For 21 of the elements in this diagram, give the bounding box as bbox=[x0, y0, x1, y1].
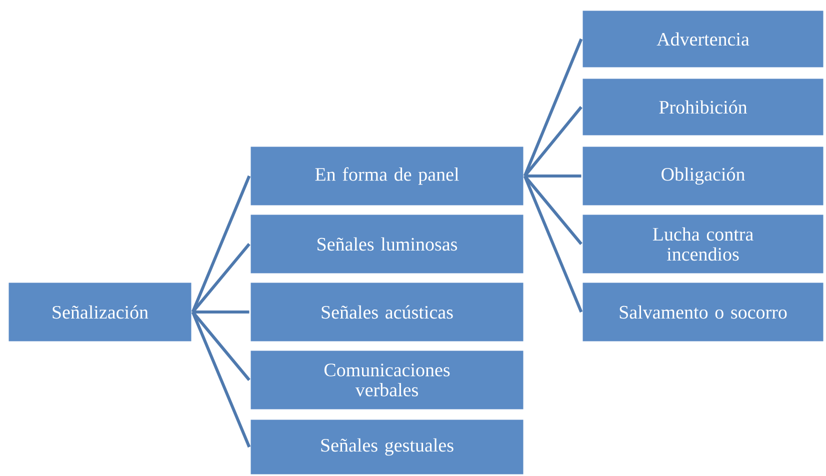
category-box: Salvamento o socorro bbox=[581, 281, 825, 343]
category-box: Señalización bbox=[7, 281, 193, 343]
connector-line bbox=[524, 175, 582, 245]
connector-line bbox=[192, 310, 250, 314]
category-box: En forma de panel bbox=[249, 145, 525, 207]
connector-line bbox=[192, 311, 250, 381]
category-box: Señales luminosas bbox=[249, 213, 525, 275]
category-box: Obligación bbox=[581, 145, 825, 207]
connector-line bbox=[192, 243, 250, 313]
category-box: Advertencia bbox=[581, 9, 825, 69]
category-box: Comunicaciones verbales bbox=[249, 349, 525, 411]
connector-line bbox=[524, 106, 582, 177]
connector-line bbox=[523, 38, 583, 177]
category-box: Lucha contra incendios bbox=[581, 213, 825, 275]
connector-line bbox=[524, 174, 582, 178]
connector-line bbox=[523, 175, 583, 313]
connector-line bbox=[191, 311, 251, 448]
connector-line bbox=[191, 175, 251, 313]
category-box: Señales gestuales bbox=[249, 418, 525, 476]
category-box: Señales acústicas bbox=[249, 281, 525, 343]
category-box: Prohibición bbox=[581, 77, 825, 137]
